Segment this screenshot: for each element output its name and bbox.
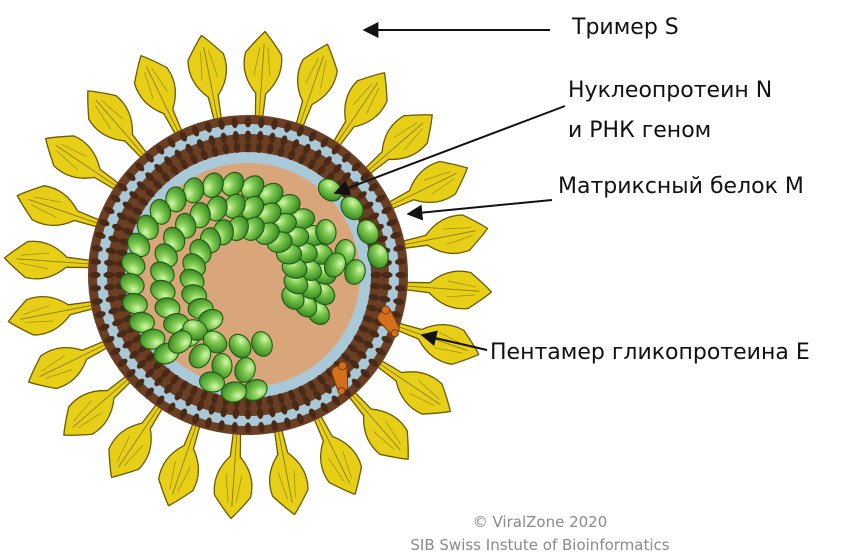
spike-trimer <box>240 30 284 128</box>
spike-label: Тример S <box>572 15 679 40</box>
envelope-label: Пентамер гликопротеина E <box>490 340 810 365</box>
nucleoprotein-label-line1: Нуклеопротеин N <box>568 78 772 103</box>
spike-trimer <box>394 267 492 311</box>
spike-trimer <box>212 421 256 519</box>
spike-trimer <box>3 239 101 283</box>
matrix-label: Матриксный белок M <box>558 174 804 199</box>
credit-line1: © ViralZone 2020 <box>390 513 690 531</box>
nucleoprotein-label-line2: и РНК геном <box>568 118 711 143</box>
credit-line2: SIB Swiss Instute of Bioinformatics <box>390 536 690 554</box>
